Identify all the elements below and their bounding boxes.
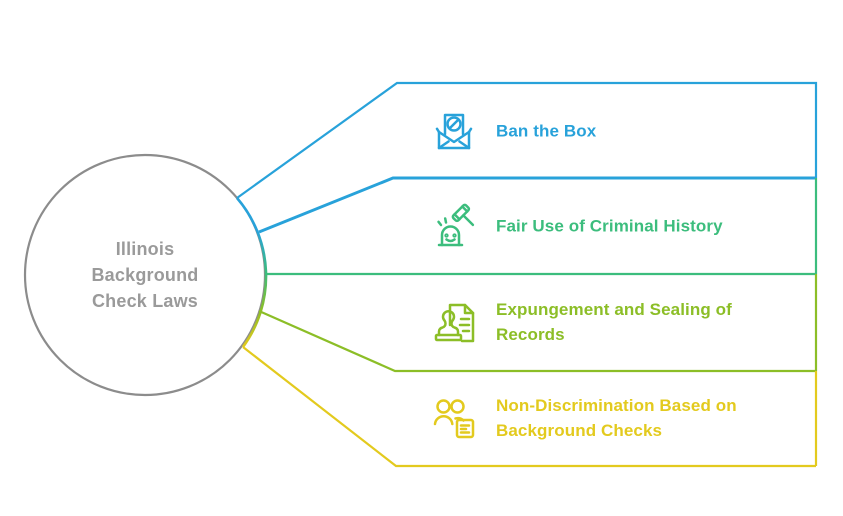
envelope-ban-icon <box>435 113 473 150</box>
center-circle-gradient-arc <box>236 197 268 348</box>
branch-4-bottom-border <box>242 346 816 468</box>
stamp-document-icon <box>434 303 475 343</box>
branch-4-label: Non-Discrimination Based on Background C… <box>496 396 737 440</box>
branch-2-connector <box>258 176 816 234</box>
branch-1-border <box>236 81 818 199</box>
branch-1-label: Ban the Box <box>496 121 597 141</box>
branch-3-label: Expungement and Sealing of Records <box>496 300 732 344</box>
people-note-icon <box>433 399 475 439</box>
gavel-tombstone-icon <box>437 203 475 247</box>
branch-4-connector <box>258 309 816 373</box>
center-title: Illinois Background Check Laws <box>91 239 199 311</box>
branch-2-label: Fair Use of Criminal History <box>496 216 723 236</box>
